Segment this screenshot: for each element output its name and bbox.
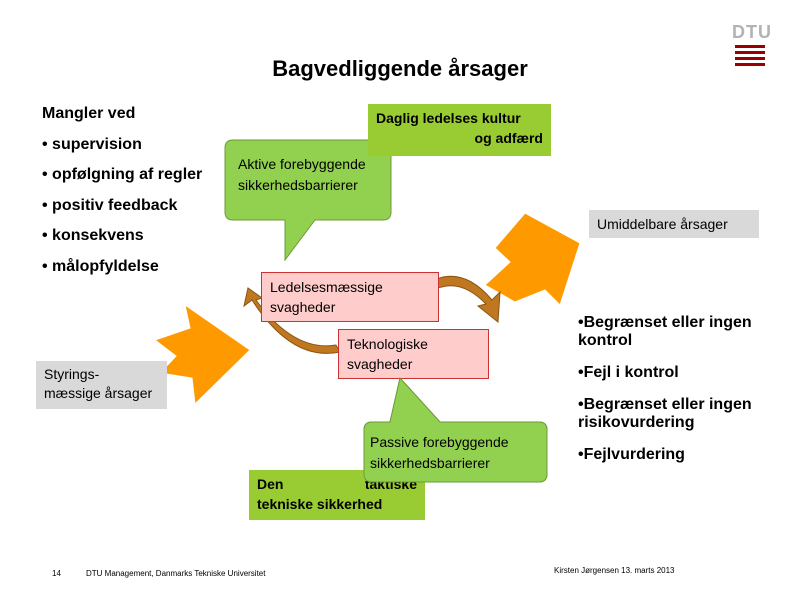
den-word1: Den: [257, 476, 284, 492]
tekno-line2: svagheder: [347, 356, 413, 372]
daglig-line1: Daglig ledelses kultur: [376, 110, 521, 126]
orange-arrow-right: [484, 212, 581, 306]
styrings-box: Styrings- mæssige årsager: [36, 361, 167, 409]
cycle-arrow-bottom: [243, 287, 341, 354]
left-list-item: • målopfyldelse: [42, 257, 159, 275]
tekno-line1: Teknologiske: [347, 336, 428, 352]
left-list-heading: Mangler ved: [42, 105, 136, 122]
aktive-line1: Aktive forebyggende: [238, 156, 366, 172]
dtu-logo: DTU: [732, 22, 772, 72]
den-line2: tekniske sikkerhed: [257, 496, 383, 512]
den-taktiske-box: Den taktiske tekniske sikkerhed: [249, 470, 425, 520]
ledelse-box: Ledelsesmæssige svagheder: [261, 272, 439, 322]
left-list-item: • positiv feedback: [42, 196, 178, 214]
ledelse-line2: svagheder: [270, 299, 336, 315]
passive-line1: Passive forebyggende: [370, 434, 509, 450]
daglig-ledelse-box: Daglig ledelses kultur og adfærd: [368, 104, 551, 156]
left-list-item: • opfølgning af regler: [42, 166, 203, 183]
footer-organization: DTU Management, Danmarks Tekniske Univer…: [86, 569, 266, 578]
right-list-item: •Begrænset eller ingen risikovurdering: [578, 396, 752, 431]
styrings-line1: Styrings-: [44, 366, 100, 382]
right-list: •Begrænset eller ingen kontrol •Fejl i k…: [578, 314, 778, 478]
umiddelbare-box: Umiddelbare årsager: [589, 210, 759, 238]
left-list-item: • konsekvens: [42, 227, 144, 244]
passive-callout-text: Passive forebyggende sikkerhedsbarrierer: [370, 432, 509, 474]
dtu-logo-mark-icon: [735, 45, 765, 66]
ledelse-line1: Ledelsesmæssige: [270, 279, 383, 295]
aktive-callout-text: Aktive forebyggende sikkerhedsbarrierer: [238, 154, 366, 196]
page-number: 14: [52, 569, 61, 578]
daglig-line2: og adfærd: [474, 130, 543, 146]
tekno-box: Teknologiske svagheder: [338, 329, 489, 379]
den-line1: Den taktiske: [257, 474, 417, 494]
left-list-item: • supervision: [42, 135, 142, 153]
orange-arrow-left: [153, 303, 251, 406]
styrings-line2: mæssige årsager: [44, 385, 153, 401]
right-list-item: •Fejlvurdering: [578, 446, 685, 463]
aktive-line2: sikkerhedsbarrierer: [238, 177, 358, 193]
right-list-item: •Begrænset eller ingen kontrol: [578, 314, 752, 349]
passive-line2: sikkerhedsbarrierer: [370, 455, 490, 471]
right-list-item: •Fejl i kontrol: [578, 364, 679, 381]
slide-title: Bagvedliggende årsager: [272, 56, 528, 81]
dtu-logo-text: DTU: [732, 22, 772, 42]
den-word2: taktiske: [364, 476, 417, 492]
left-list: Mangler ved • supervision • opfølgning a…: [42, 99, 202, 282]
footer-author-date: Kirsten Jørgensen 13. marts 2013: [554, 566, 675, 575]
